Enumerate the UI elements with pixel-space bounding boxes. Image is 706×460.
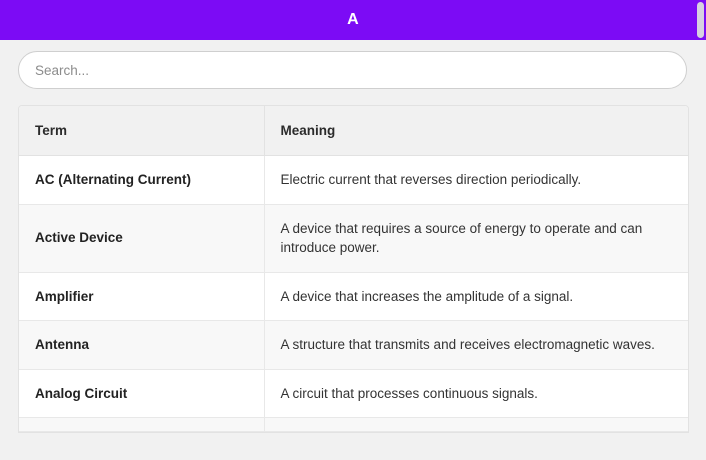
cell-meaning: A device that increases the amplitude of… [264, 272, 688, 322]
table-row[interactable]: Analog Circuit A circuit that processes … [19, 369, 688, 419]
table-header-row: Term Meaning [19, 106, 688, 156]
cell-meaning: A circuit that processes continuous sign… [264, 369, 688, 419]
cell-meaning: Electric current that reverses direction… [264, 155, 688, 205]
content-area: Term Meaning AC (Alternating Current) El… [0, 40, 695, 434]
cell-term [19, 417, 265, 433]
table-body: AC (Alternating Current) Electric curren… [19, 155, 688, 433]
search-input[interactable] [18, 51, 687, 89]
cell-term: Amplifier [19, 272, 265, 322]
table-row[interactable]: Amplifier A device that increases the am… [19, 272, 688, 322]
cell-meaning [264, 417, 688, 433]
cell-term: Active Device [19, 204, 265, 273]
column-header-meaning[interactable]: Meaning [264, 106, 688, 156]
page-title: A [347, 11, 359, 28]
table-row[interactable]: AC (Alternating Current) Electric curren… [19, 155, 688, 205]
cell-meaning: A device that requires a source of energ… [264, 204, 688, 273]
search-container [18, 51, 687, 89]
scrollbar-thumb[interactable] [697, 2, 704, 38]
column-header-term[interactable]: Term [19, 106, 265, 156]
glossary-table: Term Meaning AC (Alternating Current) El… [19, 106, 688, 433]
cell-term: Antenna [19, 320, 265, 370]
table-row[interactable]: Active Device A device that requires a s… [19, 204, 688, 273]
table-row[interactable]: Antenna A structure that transmits and r… [19, 320, 688, 370]
page-scrollbar[interactable] [695, 0, 706, 460]
table-header: Term Meaning [19, 106, 688, 156]
cell-meaning: A structure that transmits and receives … [264, 320, 688, 370]
table-row[interactable] [19, 417, 688, 433]
cell-term: AC (Alternating Current) [19, 155, 265, 205]
glossary-table-container: Term Meaning AC (Alternating Current) El… [18, 105, 689, 434]
cell-term: Analog Circuit [19, 369, 265, 419]
app-header: A [0, 0, 706, 40]
